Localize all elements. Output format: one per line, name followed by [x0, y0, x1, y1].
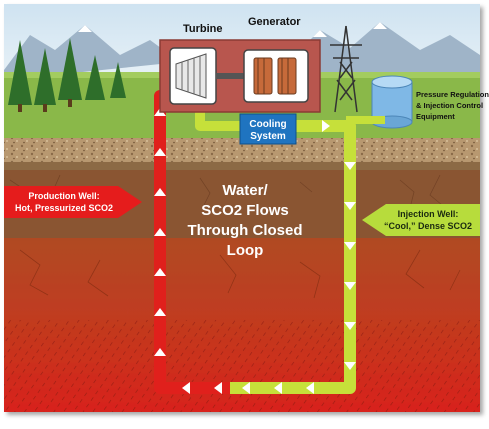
power-tower-icon: [330, 25, 362, 113]
production-label-1: Production Well:: [28, 191, 99, 201]
pressure-label-2: & Injection Control: [416, 101, 483, 110]
center-label-1: Water/: [222, 182, 268, 199]
pressure-equipment-label: Pressure Regulation & Injection Control …: [416, 90, 489, 121]
injection-label-2: “Cool,” Dense SCO2: [384, 221, 472, 231]
generator-label: Generator: [248, 16, 301, 28]
turbine-label: Turbine: [183, 23, 223, 35]
injection-well-callout: Injection Well: “Cool,” Dense SCO2: [362, 204, 480, 236]
hot-zone-hatch: [4, 320, 480, 412]
cooling-system-box: Cooling System: [239, 113, 297, 145]
cooling-label-1: Cooling: [249, 119, 286, 130]
production-well-callout: Production Well: Hot, Pressurized SCO2: [4, 186, 142, 218]
storage-tank-icon: [371, 75, 413, 129]
center-label-2: SCO2 Flows: [201, 202, 289, 219]
cool-pipe: [195, 112, 385, 394]
injection-label-1: Injection Well:: [398, 209, 459, 219]
center-label-3: Through Closed: [188, 222, 303, 239]
tree-icon: [8, 38, 126, 112]
center-label-4: Loop: [227, 242, 264, 259]
center-caption: Water/ SCO2 Flows Through Closed Loop: [188, 182, 303, 259]
turbine-icon: [169, 47, 217, 105]
cooling-label-2: System: [250, 131, 286, 142]
pressure-label-3: Equipment: [416, 112, 455, 121]
power-plant: [159, 39, 321, 113]
production-label-2: Hot, Pressurized SCO2: [15, 203, 113, 213]
generator-icon: [243, 49, 309, 103]
pressure-label-1: Pressure Regulation: [416, 90, 489, 99]
